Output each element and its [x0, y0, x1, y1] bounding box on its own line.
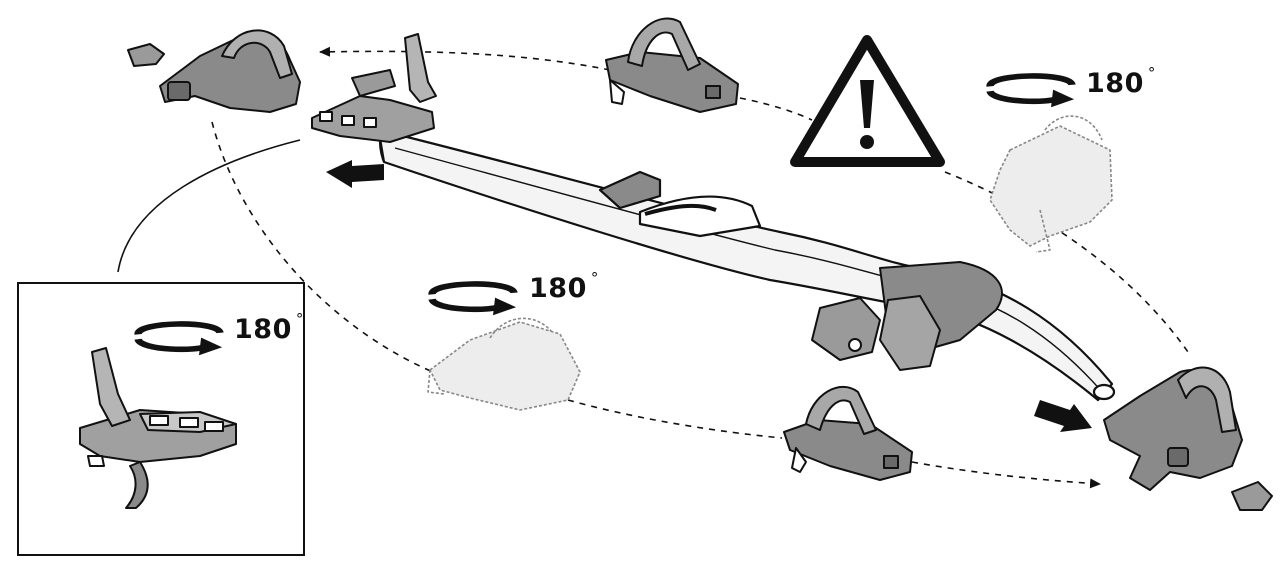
strap-holder-bottom-right — [1103, 366, 1273, 511]
strap-holder-bottom-middle — [783, 386, 913, 481]
rail-end-wheel-tray — [311, 33, 437, 143]
ghost-strap-holder-right — [989, 115, 1113, 253]
carrier-rail — [378, 132, 1116, 402]
dashed-path-lower — [211, 121, 1101, 489]
strap-holder-top-left — [127, 29, 301, 113]
rotate-arrow-icon — [990, 76, 1074, 107]
inset-leader-line — [117, 139, 301, 273]
warning-triangle-icon — [790, 35, 945, 167]
rotation-label-top-right: 180° — [1086, 64, 1156, 99]
direction-arrow-icon — [1034, 400, 1092, 432]
ghost-strap-holder-middle — [427, 317, 581, 411]
strap-holder-top-middle — [605, 17, 739, 113]
rotate-arrow-icon — [432, 284, 516, 315]
rotation-label-middle: 180° — [529, 269, 599, 304]
inset-wheel-tray — [79, 347, 237, 509]
dashed-path-upper — [319, 46, 1189, 353]
frame-clamp — [811, 261, 1003, 371]
direction-arrow-icon — [326, 160, 384, 188]
rotation-label-inset: 180° — [234, 310, 304, 345]
